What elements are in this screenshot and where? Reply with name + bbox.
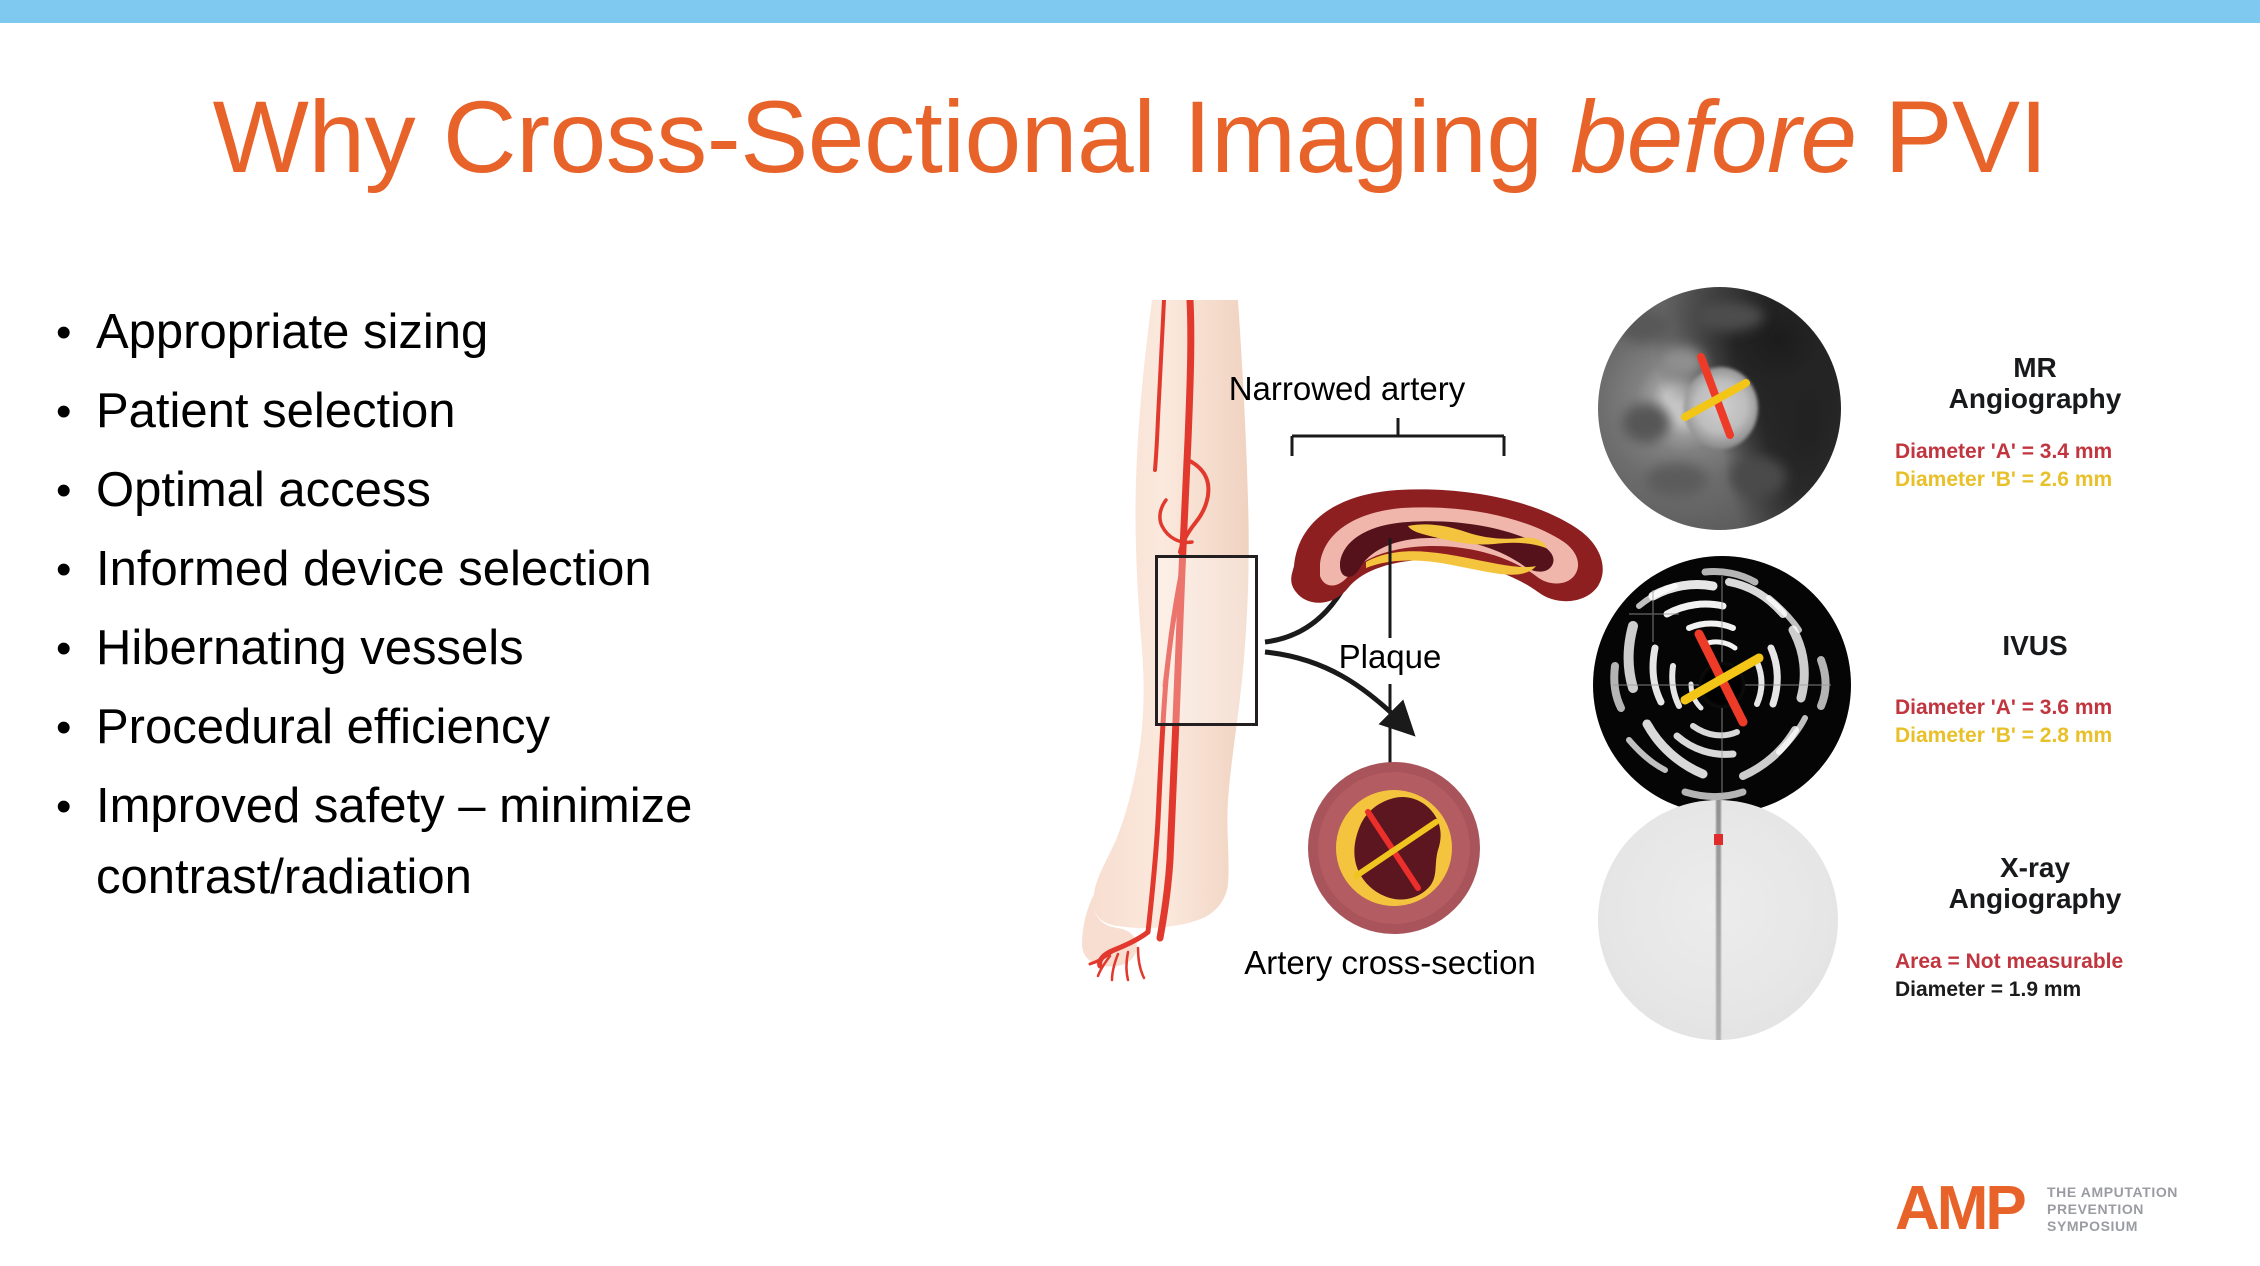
bullet-text: Informed device selection (96, 542, 652, 596)
ivus-diameter-b-text: Diameter 'B' = 2.8 mm (1895, 723, 2113, 747)
mr-title-line1: MR (2013, 352, 2057, 383)
narrowed-artery-bracket (1290, 418, 1506, 456)
bullet-marker-icon: • (56, 782, 72, 831)
bullet-marker-icon: • (56, 703, 72, 752)
narrowed-artery-longitudinal (1291, 489, 1603, 603)
amp-wordmark: AMP (1895, 1174, 2027, 1243)
bullet-marker-icon: • (56, 624, 72, 673)
ivus-measurement-lines (1680, 629, 1764, 727)
title-emphasis: before (1570, 80, 1857, 194)
page-title: Why Cross-Sectional Imaging before PVI (0, 83, 2260, 191)
title-part-1: Why Cross-Sectional Imaging (212, 80, 1571, 194)
ivus-title: IVUS (1895, 630, 2175, 661)
ivus-diameter-a-text: Diameter 'A' = 3.6 mm (1895, 696, 2113, 719)
mr-measurement-lines (1681, 353, 1750, 439)
xray-diameter-text: Diameter = 1.9 mm (1895, 977, 2082, 1001)
mr-title-line2: Angiography (1948, 383, 2122, 415)
list-item: • Procedural efficiency (48, 692, 908, 763)
mr-diameter-a-text: Diameter 'A' = 3.4 mm (1895, 440, 2113, 463)
artery-lumen (1340, 521, 1554, 577)
xray-measurements: Area = Not measurable Diameter = 1.9 mm (1895, 948, 2123, 1003)
diameter-b-line (1353, 819, 1439, 879)
plaque-deposit-upper (1408, 524, 1546, 548)
list-item: • Hibernating vessels (48, 613, 908, 684)
amp-tagline-line3: SYMPOSIUM (2047, 1218, 2138, 1234)
mr-angiography-image (1598, 287, 1841, 530)
xray-vessel-line (1716, 800, 1721, 1040)
xray-angiography-title: X-ray Angiography (1895, 852, 2175, 915)
bullet-marker-icon: • (56, 308, 72, 357)
plaque-deposit-lower (1366, 551, 1536, 575)
bullet-list: • Appropriate sizing • Patient selection… (48, 297, 908, 921)
leg-shape (1093, 300, 1249, 928)
list-item: • Patient selection (48, 376, 908, 447)
list-item: • Appropriate sizing (48, 297, 908, 368)
bullet-text: Appropriate sizing (96, 305, 489, 359)
leg-anatomy-illustration (1082, 300, 1249, 982)
bullet-text: Patient selection (96, 384, 456, 438)
bullet-marker-icon: • (56, 387, 72, 436)
xray-marker (1714, 834, 1723, 845)
xray-title-line1: X-ray (1999, 852, 2071, 883)
list-item: • Informed device selection (48, 534, 908, 605)
xray-area-text: Area = Not measurable (1895, 950, 2124, 973)
list-item: • Optimal access (48, 455, 908, 526)
artery-network (1088, 300, 1211, 982)
bullet-text: Improved safety – minimize contrast/radi… (96, 779, 693, 904)
ivus-speckle-pattern (1610, 568, 1831, 800)
amp-logo: AMP THE AMPUTATION PREVENTION SYMPOSIUM (1895, 1178, 2215, 1244)
artery-cross-section-diagram (1308, 762, 1480, 934)
xray-angiography-image (1598, 800, 1838, 1040)
ivus-image (1593, 556, 1851, 814)
top-banner (0, 0, 2260, 23)
bullet-text: Optimal access (96, 463, 431, 517)
amp-tagline-line1: THE AMPUTATION (2047, 1184, 2179, 1200)
amp-tagline: THE AMPUTATION PREVENTION SYMPOSIUM (2047, 1184, 2178, 1235)
bullet-text: Procedural efficiency (96, 700, 550, 754)
mr-angiography-title: MR Angiography (1895, 352, 2175, 415)
narrowed-artery-label: Narrowed artery (1228, 370, 1466, 407)
mr-diameter-b-line (1681, 379, 1750, 421)
mr-diameter-b-text: Diameter 'B' = 2.6 mm (1895, 467, 2113, 491)
mr-measurements: Diameter 'A' = 3.4 mm Diameter 'B' = 2.6… (1895, 438, 2112, 493)
artery-cross-section-label: Artery cross-section (1244, 944, 1536, 981)
leg-region-highlight-box (1155, 555, 1258, 726)
amp-tagline-line2: PREVENTION (2047, 1201, 2145, 1217)
ivus-diameter-b-line (1680, 653, 1764, 705)
bullet-marker-icon: • (56, 545, 72, 594)
title-part-2: PVI (1856, 80, 2048, 194)
list-item: • Improved safety – minimize contrast/ra… (48, 771, 908, 913)
ivus-measurements: Diameter 'A' = 3.6 mm Diameter 'B' = 2.8… (1895, 694, 2112, 749)
plaque-label: Plaque (1338, 638, 1442, 675)
xray-title-line2: Angiography (1948, 883, 2122, 915)
bullet-marker-icon: • (56, 466, 72, 515)
bullet-text: Hibernating vessels (96, 621, 524, 675)
ivus-title-line1: IVUS (2002, 630, 2068, 661)
